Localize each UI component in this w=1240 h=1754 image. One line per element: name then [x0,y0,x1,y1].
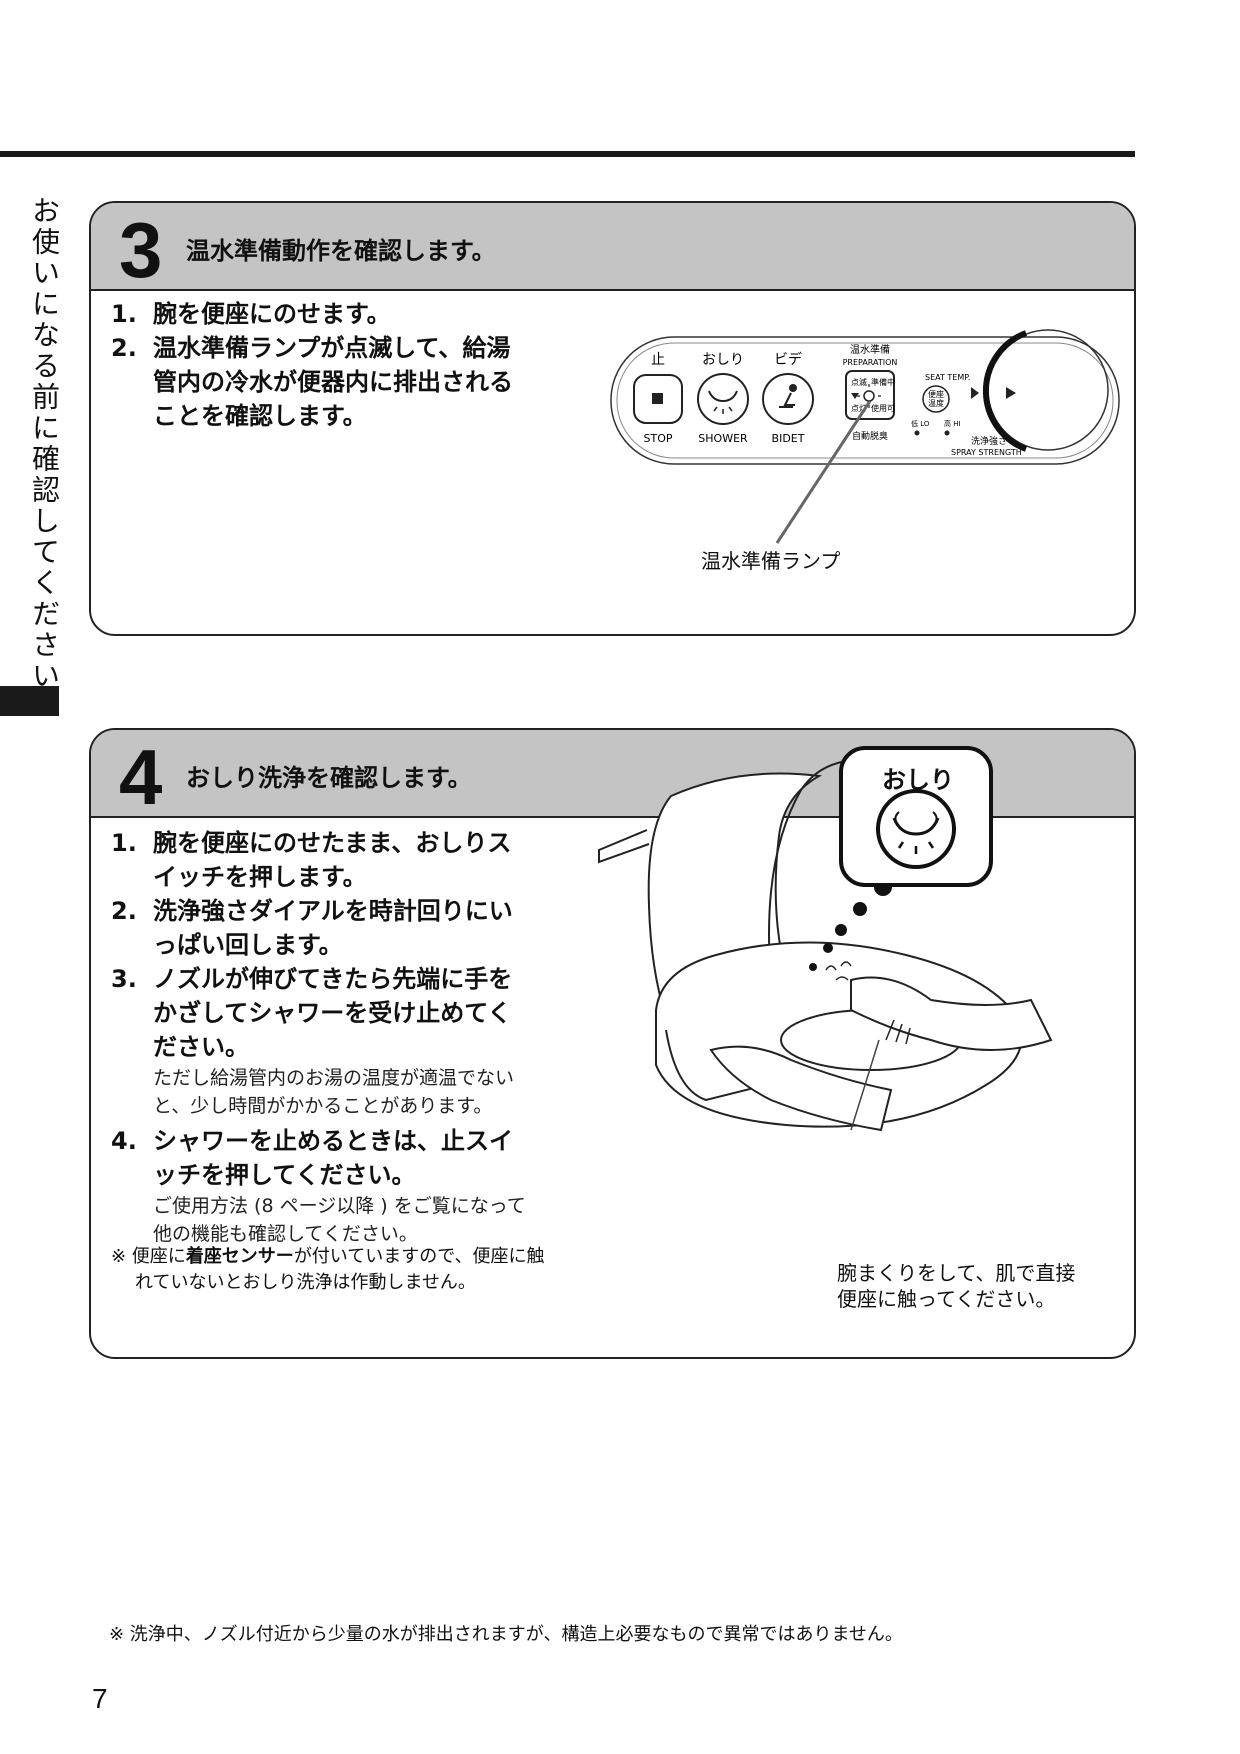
spray-label-jp: 洗浄強さ [971,435,1007,447]
svg-text:温度: 温度 [928,398,944,408]
control-panel-illustration: 止 STOP おしり SHOWER ビデ BIDET 温水準備 PREPARAT… [610,329,1120,544]
svg-text:準備中: 準備中 [871,377,895,387]
stop-label-en: STOP [644,432,673,445]
shower-icon [708,390,738,403]
oshiri-button-icon [876,789,956,869]
step-4-number: 4 [119,733,163,821]
bidet-icon [789,384,797,392]
footer-note: ※ 洗浄中、ノズル付近から少量の水が排出されますが、構造上必要なもので異常ではあ… [109,1624,903,1645]
instruction-item: 2. 温水準備ランプが点滅して、給湯管内の冷水が便器内に排出されることを確認しま… [111,334,513,430]
lamp-callout-label: 温水準備ランプ [701,549,841,573]
svg-text:便座: 便座 [928,389,944,399]
stop-label-jp: 止 [651,352,665,368]
seat-temp-label-en: SEAT TEMP. [925,373,970,382]
shower-button [697,373,749,425]
instruction-subnote: ご使用方法 (8 ページ以降 ) をご覧になって他の機能も確認してください。 [153,1195,526,1245]
step-3-instructions: 1. 腕を便座にのせます。 2. 温水準備ランプが点滅して、給湯管内の冷水が便器… [111,297,521,433]
lamp-callout-line [775,400,872,544]
auto-deodorize-label: 自動脱臭 [852,430,888,442]
seat-temp-button [922,385,950,413]
prep-label-en: PREPARATION [843,358,898,367]
prep-label-jp: 温水準備 [850,343,890,356]
caption-callout-line [850,1039,880,1131]
seat-temp-lo: 低 LO [911,419,930,428]
side-section-tab [0,686,59,716]
instruction-item: 1. 腕を便座にのせます。 [111,300,391,328]
page-number: 7 [92,1683,108,1714]
spray-label-en: SPRAY STRENGTH [951,448,1022,457]
seat-sensor-note: ※ 便座に着座センサーが付いていますので、便座に触れていないとおしり洗浄は作動し… [111,1246,545,1293]
instruction-subnote: ただし給湯管内のお湯の温度が適温でないと、少し時間がかかることがあります。 [153,1067,515,1117]
bidet-label-en: BIDET [772,432,805,445]
bidet-label-jp: ビデ [774,351,802,368]
toilet-illustration [598,746,1053,1132]
top-rule [0,151,1135,157]
step-3-box: 3 温水準備動作を確認します。 1. 腕を便座にのせます。 2. 温水準備ランプ… [89,201,1136,636]
seat-temp-hi: 高 HI [944,419,961,428]
step-4-instructions: 1. 腕を便座にのせたまま、おしりスイッチを押します。 2. 洗浄強さダイアルを… [111,826,531,1252]
step-4-box: 4 おしり洗浄を確認します。 1. 腕を便座にのせたまま、おしりスイッチを押しま… [89,728,1136,1359]
step-3-header: 3 温水準備動作を確認します。 [91,203,1134,291]
step-3-title: 温水準備動作を確認します。 [186,237,496,265]
dial-pointer-icon [971,387,979,399]
instruction-item: 1. 腕を便座にのせたまま、おしりスイッチを押します。 [111,829,512,891]
svg-text:点灯: 点灯 [851,403,867,413]
oshiri-bubble-label: おしり [882,766,954,794]
stop-icon [652,393,663,404]
shower-label-en: SHOWER [698,432,748,445]
side-section-title: お使いになる前に確認してください [28,196,61,692]
step-4-title: おしり洗浄を確認します。 [186,764,472,792]
prep-lamp-box [845,370,895,420]
shower-label-jp: おしり [702,352,744,368]
step-3-number: 3 [119,206,163,294]
svg-text:使用可: 使用可 [871,403,895,413]
svg-text:点滅: 点滅 [851,377,867,387]
instruction-item: 2. 洗浄強さダイアルを時計回りにいっぱい回します。 [111,897,513,959]
illustration-caption: 腕まくりをして、肌で直接 便座に触ってください。 [837,1261,1076,1311]
instruction-item: 3. ノズルが伸びてきたら先端に手をかざしてシャワーを受け止めてください。 ただ… [111,962,531,1120]
instruction-item: 4. シャワーを止めるときは、止スイッチを押してください。 ご使用方法 (8 ペ… [111,1124,531,1248]
